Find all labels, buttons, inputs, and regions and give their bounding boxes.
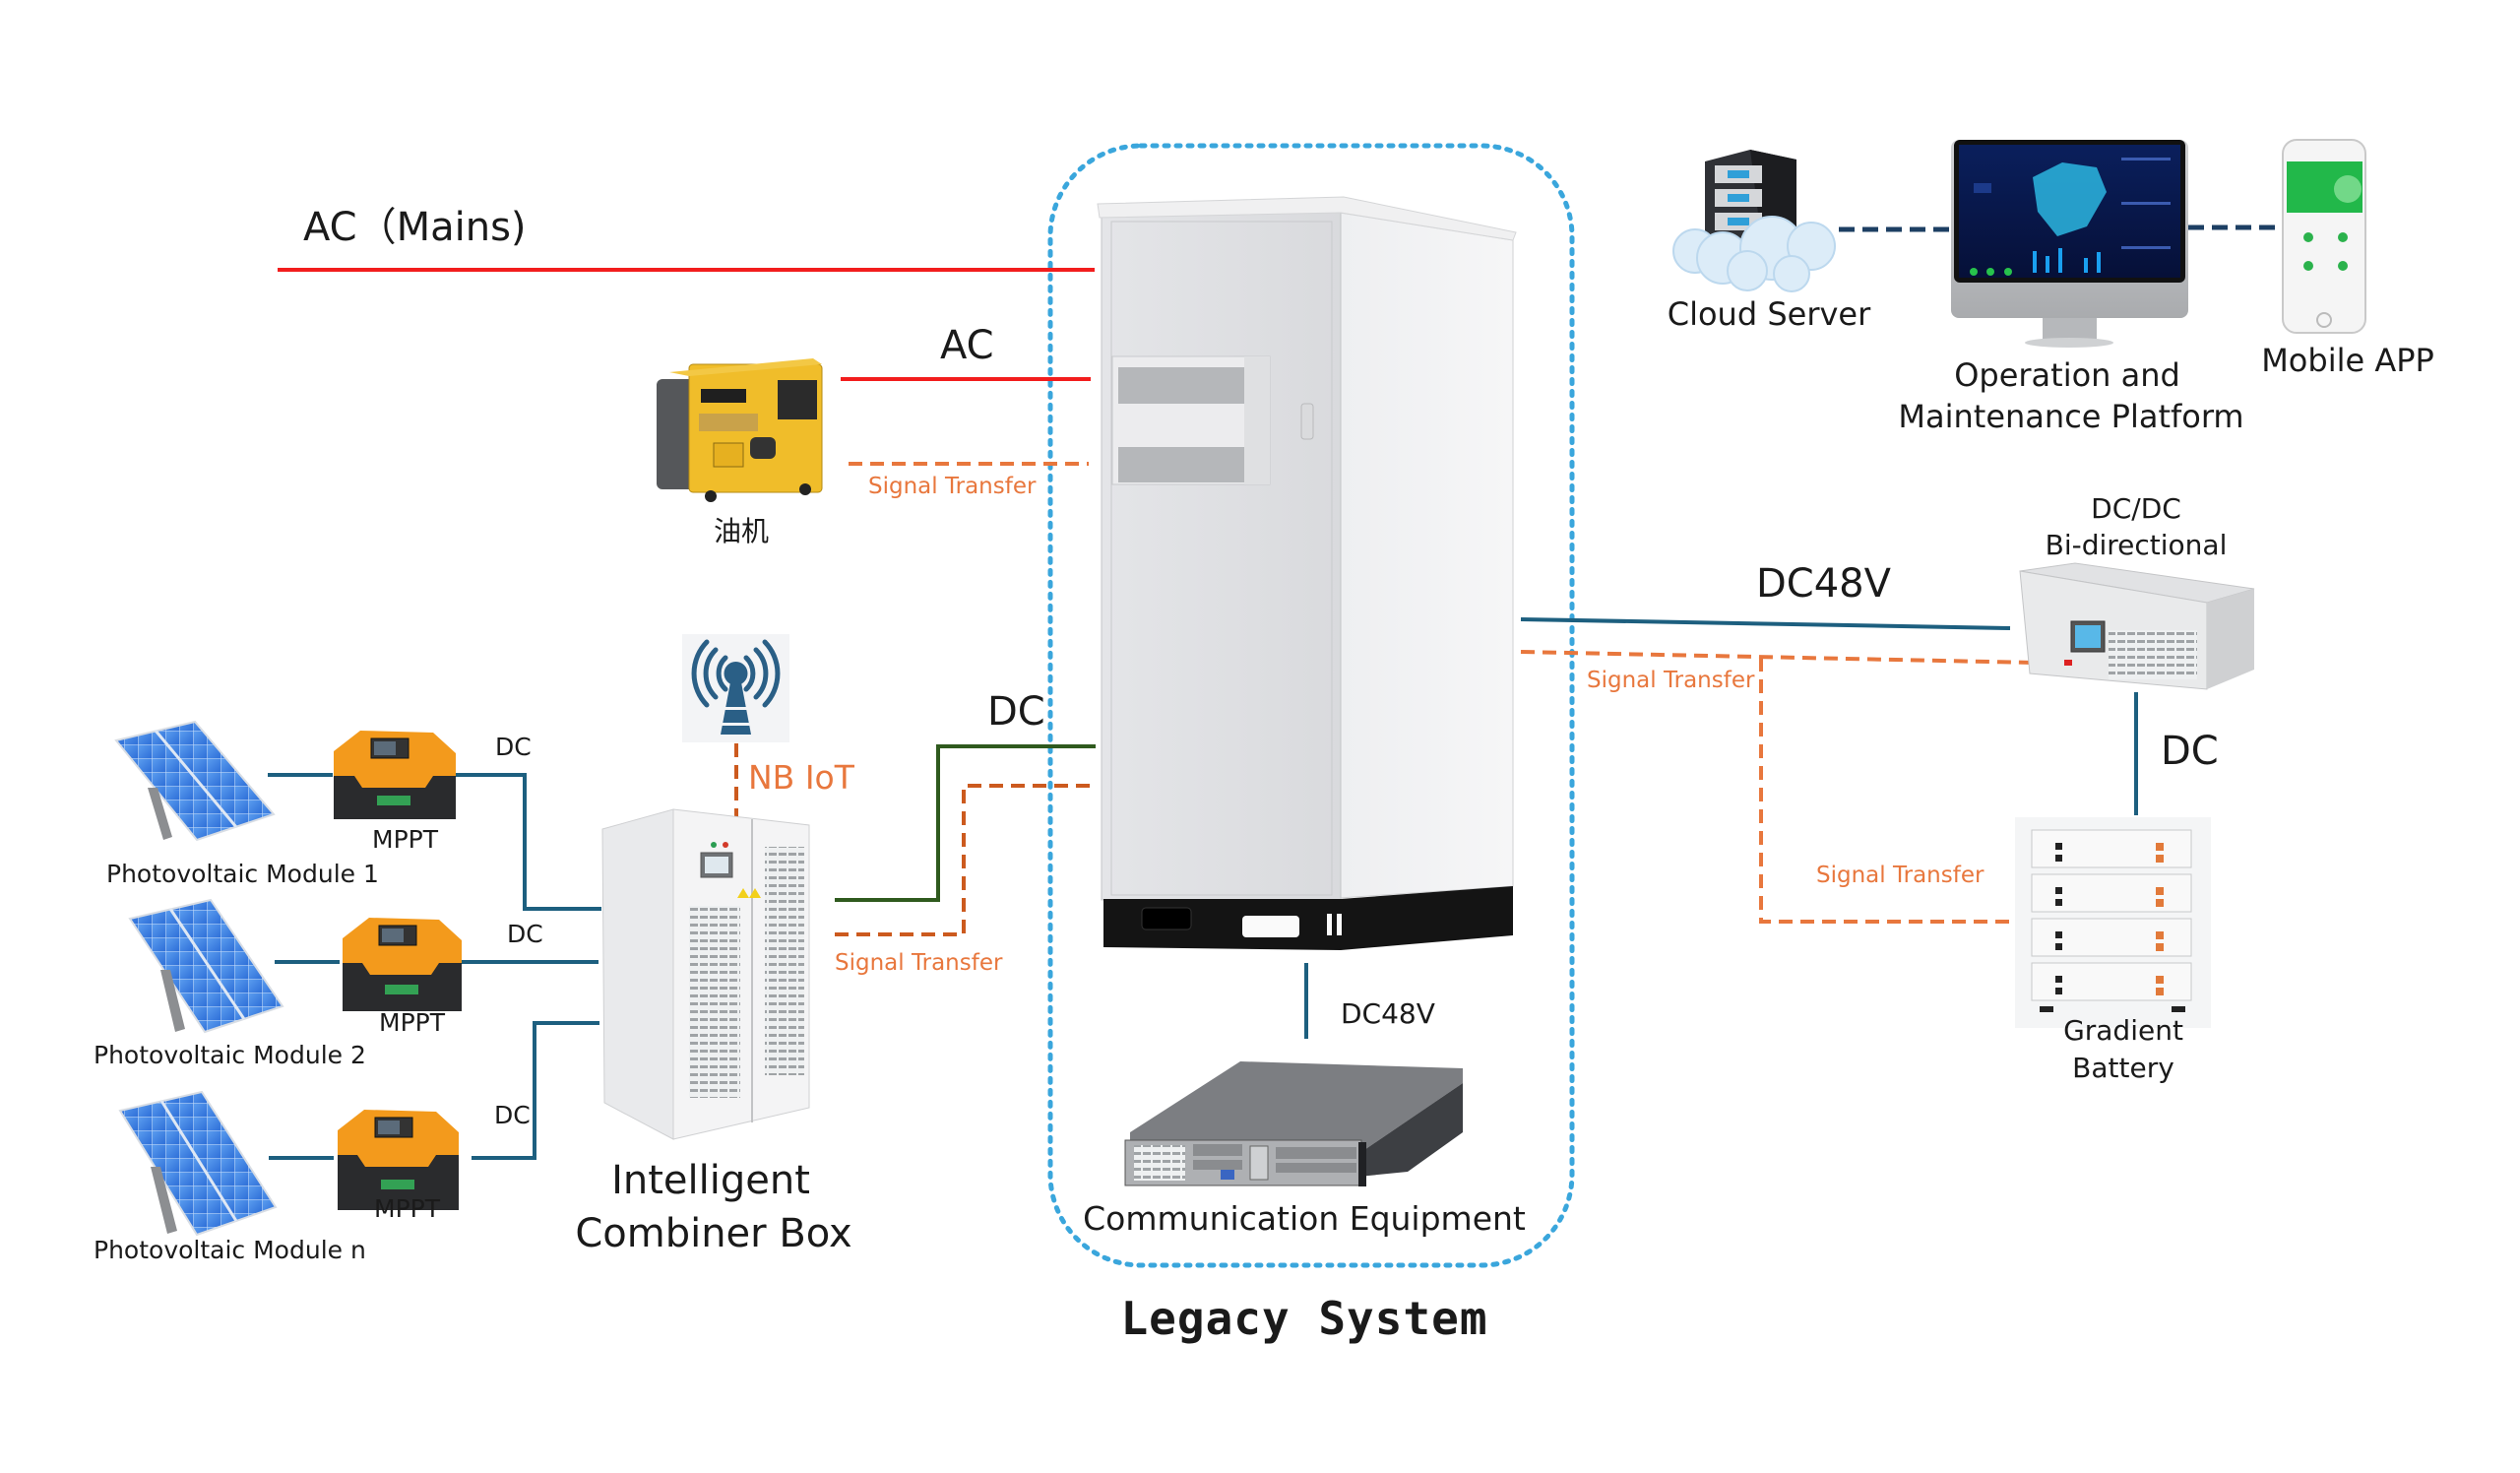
om-platform-label-2: Maintenance Platform — [1898, 398, 2244, 435]
battery-dc-label: DC — [2161, 729, 2219, 774]
generator-label: 油机 — [713, 515, 770, 547]
battery-rack-icon — [2015, 817, 2211, 1028]
dcdc-label-2: Bi-directional — [2045, 529, 2228, 561]
connection-lines — [268, 224, 2283, 1160]
pv1-label: Photovoltaic Module 1 — [106, 860, 379, 888]
cloud-server-label: Cloud Server — [1667, 295, 1871, 333]
mpptn-label: MPPT — [374, 1194, 440, 1223]
monitor-dashboard-icon — [1951, 140, 2188, 348]
pv1-dc-label: DC — [495, 733, 532, 761]
combiner-dc-line — [835, 744, 1096, 902]
cabinet-icon — [601, 808, 810, 1140]
mppt-2 — [343, 918, 462, 1011]
legacy-system-title: Legacy System — [1120, 1292, 1488, 1345]
generator-ac-label: AC — [940, 323, 994, 368]
pvn-dc-label: DC — [494, 1101, 531, 1129]
cloud-server-icon — [1672, 150, 1836, 292]
dc48v-main-line — [1520, 617, 2011, 630]
pv2-dc-label: DC — [507, 920, 543, 948]
combiner-box-label-2: Combiner Box — [575, 1211, 852, 1256]
combiner-signal-line — [835, 784, 1096, 936]
generator-signal-label: Signal Transfer — [868, 474, 1037, 499]
battery-signal-label: Signal Transfer — [1816, 863, 1984, 888]
solar-panel-icon — [128, 898, 284, 1034]
pv-module-1 — [114, 720, 276, 842]
smartphone-icon — [2282, 139, 2366, 334]
combiner-signal-label: Signal Transfer — [835, 950, 1003, 976]
dc48v-main-label: DC48V — [1756, 561, 1891, 607]
battery-label-1: Gradient — [2063, 1014, 2183, 1047]
pv1-dc-line — [456, 773, 601, 911]
legacy-cabinet — [1097, 196, 1517, 950]
mobile-app-label: Mobile APP — [2261, 342, 2434, 379]
combiner-dc-label: DC — [987, 689, 1045, 735]
solar-panel-icon — [114, 720, 276, 842]
pv2-label: Photovoltaic Module 2 — [94, 1041, 366, 1069]
mppt-n — [338, 1110, 459, 1210]
om-platform-label-1: Operation and — [1954, 356, 2180, 394]
combiner-box-label-1: Intelligent — [611, 1158, 810, 1203]
dcdc-label-1: DC/DC — [2091, 492, 2181, 525]
mppt1-label: MPPT — [372, 825, 438, 854]
pvn-dc-line — [472, 1021, 599, 1160]
pv-module-n — [118, 1090, 278, 1237]
battery-label-2: Battery — [2072, 1052, 2174, 1084]
nb-iot-label: NB IoT — [748, 758, 854, 797]
rack-server-icon — [1124, 1061, 1463, 1186]
communication-equipment-label: Communication Equipment — [1083, 1199, 1526, 1238]
pvn-label: Photovoltaic Module n — [94, 1236, 366, 1264]
mppt-1 — [334, 731, 456, 819]
antenna-tower-icon — [682, 634, 789, 742]
legacy-system-boundary — [1047, 143, 1575, 1268]
dcdc-signal-line — [1520, 650, 2036, 665]
dcdc-signal-label: Signal Transfer — [1587, 668, 1755, 693]
mppt2-label: MPPT — [379, 1008, 445, 1037]
battery-signal-line — [1759, 658, 2014, 924]
comm-dc48v-label: DC48V — [1341, 997, 1435, 1030]
diesel-generator-icon — [657, 358, 823, 502]
ac-mains-label: AC（Mains) — [303, 205, 527, 250]
solar-panel-icon — [118, 1090, 278, 1237]
power-converter-icon — [2019, 562, 2255, 690]
pv-module-2 — [128, 898, 284, 1034]
